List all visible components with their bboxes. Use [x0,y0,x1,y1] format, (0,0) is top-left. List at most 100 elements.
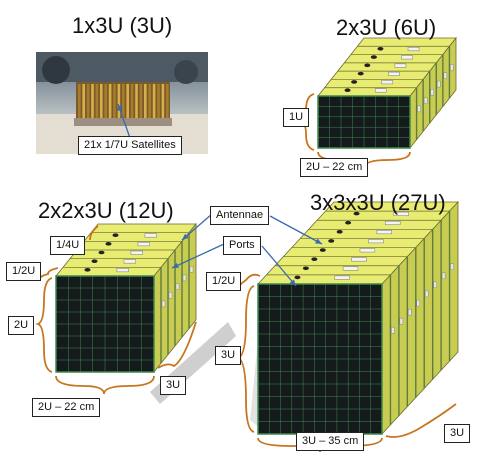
deployer-satellite [104,84,107,122]
antennae-label: Antennae [210,206,270,225]
antenna [401,55,413,60]
label-6u-width: 2U – 22 cm [300,158,369,177]
title-12u: 2x2x3U (12U) [38,198,174,223]
arrow-satellites-head [117,104,123,111]
arrow-ports-12u [171,243,225,269]
side-connector [450,263,454,270]
antenna [368,239,384,244]
port [311,257,318,261]
side-connector [399,318,404,325]
deployer-satellite [117,84,121,122]
port [91,259,98,263]
side-connector [417,105,421,113]
deployer-satellite [166,84,169,122]
port [98,250,105,255]
deployer-satellite [139,84,143,122]
deployer-satellite [82,84,85,122]
port [302,266,309,271]
port [345,220,352,225]
label-12u-length: 3U [160,376,187,395]
arrow-antennae-12u-head [182,233,189,240]
antenna [137,242,150,247]
port [336,230,343,234]
port [344,88,351,93]
deployer-satellite [157,84,160,122]
port [112,233,119,237]
port [364,63,371,68]
label-12u-half: 1/2U [6,262,42,281]
side-connector [423,97,428,104]
side-connector [416,299,420,307]
port [328,239,335,243]
title-3u: 1x3U (3U) [72,13,173,38]
side-connector [168,292,173,299]
cube-27u [257,200,459,436]
side-connector [161,300,166,308]
label-12u-width: 2U – 22 cm [32,398,101,417]
deployer-satellite [130,84,134,122]
brace-12u-width [55,375,155,395]
side-connector [408,308,412,316]
antenna [334,275,350,280]
antenna [374,88,387,93]
antenna [351,257,367,262]
label-27u-width: 3U – 35 cm [296,432,365,451]
port [105,242,112,246]
side-connector [425,290,429,298]
deployer-satellite [108,84,112,122]
deployer-satellite [100,84,103,122]
antenna [394,63,407,68]
antenna [342,266,359,271]
antenna [359,248,376,253]
label-12u-quarter: 1/4U [50,236,86,255]
arrow-ports-12u-head [172,262,179,268]
deployer-satellite [95,84,99,122]
port [294,275,301,280]
deployer-satellite [135,84,138,122]
label-12u-height: 2U [8,316,35,335]
deployer-satellite [126,84,129,122]
title-6u: 2x3U (6U) [336,15,437,40]
side-connector [189,266,194,273]
antenna [130,250,143,255]
side-connector [441,272,446,279]
brace-12u-length [157,321,197,369]
side-connector [182,274,187,282]
port [319,248,326,252]
deployer-satellite [144,84,147,122]
antenna [385,220,401,225]
antenna [144,233,157,238]
side-connector [443,72,448,79]
brace-27u-length [385,403,457,438]
deployer-satellite [122,84,125,122]
cube-6u [317,36,457,150]
port [377,46,384,51]
antenna [407,47,420,52]
label-27u-half: 1/2U [206,272,242,291]
label-6u-height: 1U [283,108,310,127]
arrow-antennae-27u-head [315,238,322,244]
deployer-satellite [152,84,156,122]
deployer-satellite [161,84,165,122]
antenna [376,230,392,235]
port [370,55,377,59]
antenna [123,259,136,264]
deployer-satellite [78,84,81,122]
brace-27u-width [257,437,383,453]
arrow-ports-27u-head [289,279,296,286]
satellites-label: 21x 1/7U Satellites [78,136,182,155]
port [351,80,358,84]
side-connector [391,327,395,334]
antenna [393,211,409,216]
arrow-ports-27u [261,245,297,287]
side-connector [437,80,441,88]
deployer-satellite [91,84,94,122]
deployer-satellite [86,84,90,122]
brace-12u-height [35,277,53,373]
arrow-antennae-12u [181,213,213,241]
antenna [381,80,394,85]
ports-label: Ports [223,236,261,255]
side-connector [433,281,437,289]
